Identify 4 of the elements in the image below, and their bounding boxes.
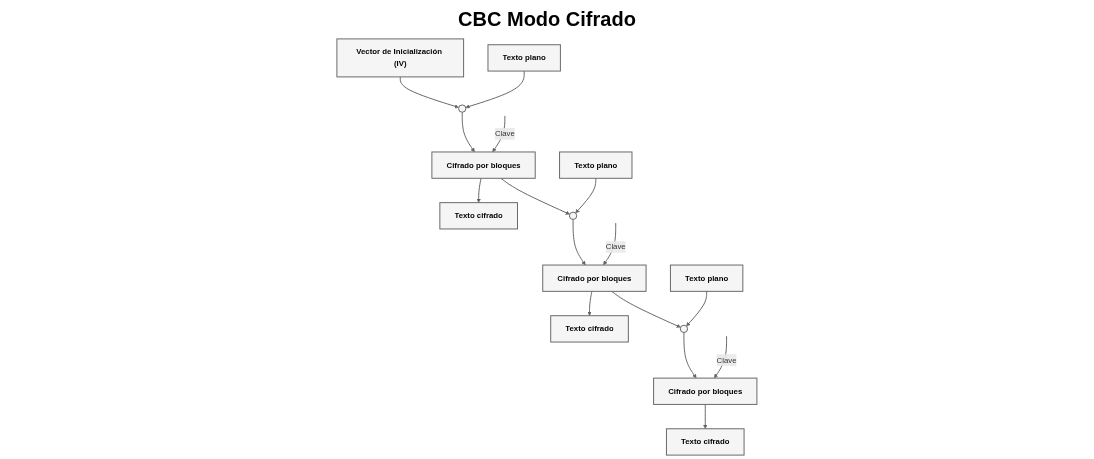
title: CBC Modo Cifrado bbox=[458, 8, 636, 31]
node-circle bbox=[569, 211, 578, 220]
node-circle bbox=[458, 104, 467, 113]
node-circle bbox=[679, 324, 689, 333]
